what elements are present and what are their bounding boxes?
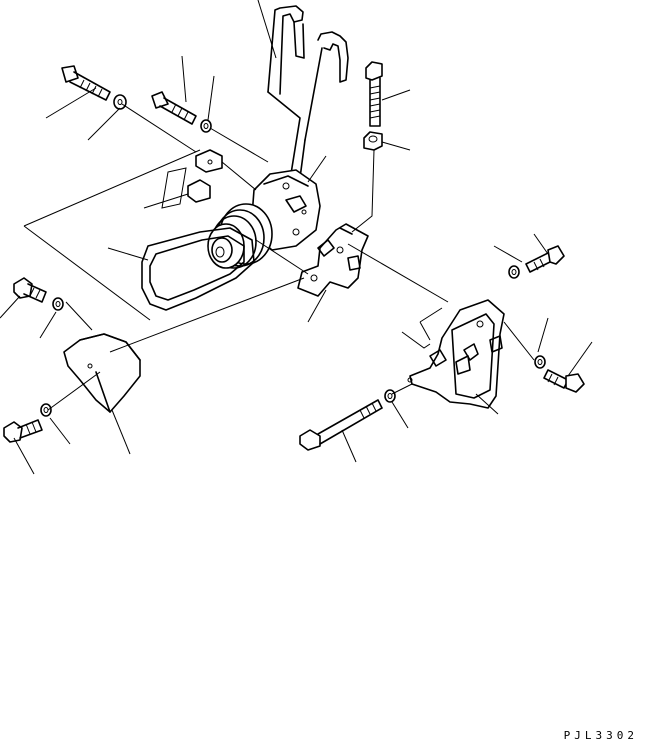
washer-right-upper	[508, 265, 520, 279]
bolt-left-upper	[13, 277, 47, 303]
spacer-lower	[187, 179, 211, 203]
nut	[363, 131, 383, 151]
v-belt	[141, 227, 255, 311]
bolt-vertical	[365, 61, 383, 127]
bolt-right-lower	[543, 369, 585, 393]
mounting-bracket-center	[297, 223, 369, 297]
bolt-right-upper	[525, 245, 565, 273]
washer-right-lower	[534, 355, 546, 369]
drawing-code: PJL3302	[563, 729, 638, 742]
belt-guard	[63, 333, 141, 413]
bolt-top-middle	[151, 91, 197, 125]
bolt-long	[299, 399, 383, 451]
washer-bottom-center	[384, 389, 396, 403]
washer-top-left	[113, 94, 127, 110]
spacer-upper	[195, 149, 223, 173]
compressor	[207, 169, 321, 269]
washer-top-middle	[200, 119, 212, 133]
bolt-top-left	[61, 65, 111, 101]
washer-left-lower	[40, 403, 52, 417]
washer-left-upper	[52, 297, 64, 311]
spacer-bracket-plate	[161, 167, 187, 209]
assembly-lines	[23, 103, 535, 411]
refrigerant-hoses	[267, 5, 349, 181]
leader-lines	[0, 0, 593, 475]
mounting-bracket-right	[407, 299, 505, 409]
bolt-left-lower	[3, 419, 43, 443]
